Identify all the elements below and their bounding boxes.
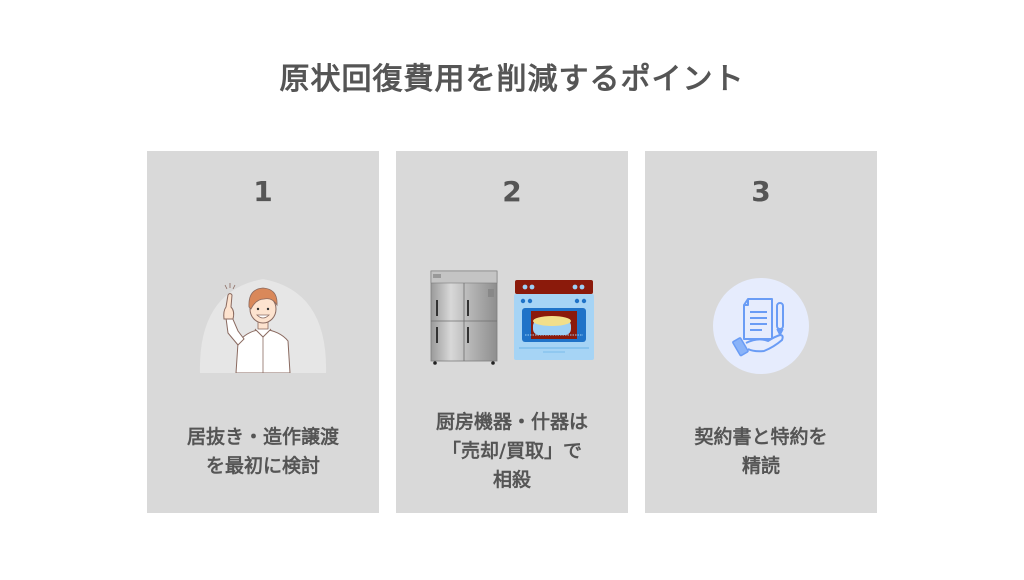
description-line: を最初に検討	[205, 455, 320, 477]
description-line: 契約書と特約を	[694, 426, 828, 448]
card-description: 厨房機器・什器は 「売却/買取」で 相殺	[396, 408, 628, 495]
description-line: 相殺	[492, 469, 531, 491]
point-card-2: 2	[396, 151, 628, 513]
page-title: 原状回復費用を削減するポイント	[279, 62, 745, 97]
refrigerator-icon	[430, 270, 498, 365]
description-line: 厨房機器・什器は	[435, 411, 588, 433]
contract-document-hand-icon	[645, 277, 877, 375]
oven-icon	[514, 280, 594, 360]
description-line: 居抜き・造作譲渡	[186, 426, 339, 448]
man-pointing-up-icon	[147, 273, 379, 373]
card-description: 居抜き・造作譲渡 を最初に検討	[147, 423, 379, 481]
point-card-1: 1 居抜き・造作譲渡 を最初に検討	[147, 151, 379, 513]
description-line: 「売却/買取」で	[442, 440, 582, 462]
card-description: 契約書と特約を 精読	[645, 423, 877, 481]
card-number: 2	[502, 175, 522, 208]
card-number: 1	[253, 175, 273, 208]
description-line: 精読	[741, 455, 780, 477]
card-number: 3	[751, 175, 771, 208]
refrigerator-and-oven-icon	[396, 270, 628, 366]
point-card-3: 3 契約書と特約を 精読	[645, 151, 877, 513]
